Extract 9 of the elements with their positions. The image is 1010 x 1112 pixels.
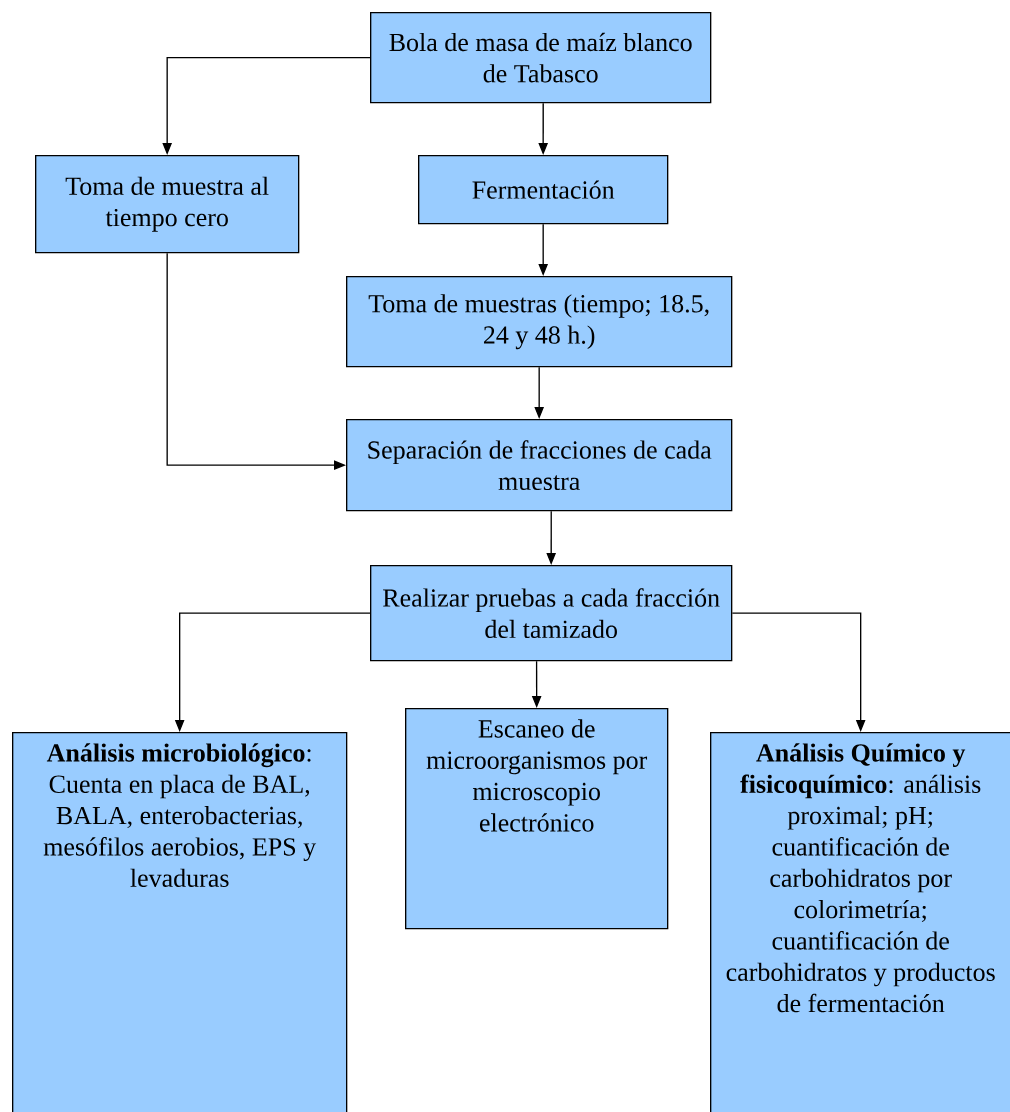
process-box: Toma de muestras (tiempo; 18.5, 24 y 48 h.): [346, 276, 733, 368]
process-box: Escaneo de microorganismos por microscopio electrónico: [405, 708, 669, 930]
process-box: Realizar pruebas a cada fracción del tamizado: [370, 565, 733, 662]
process-box: Separación de fracciones de cada muestra: [346, 419, 733, 512]
process-box: Bola de masa de maíz blanco de Tabasco: [370, 12, 712, 104]
process-box: Análisis microbiológico: Cuenta en placa de BAL, BALA, enterobacterias, mesófilos aerobios, EPS y levaduras: [12, 732, 348, 1112]
process-box: Toma de muestra al tiempo cero: [35, 155, 300, 254]
process-box: Análisis Químico y fisicoquímico: análisis proximal; pH; cuantificación de carbohidratos por colorimetría; cuantificación de carbohidratos y productos de fermentación: [710, 732, 1010, 1112]
process-box: Fermentación: [418, 155, 669, 225]
